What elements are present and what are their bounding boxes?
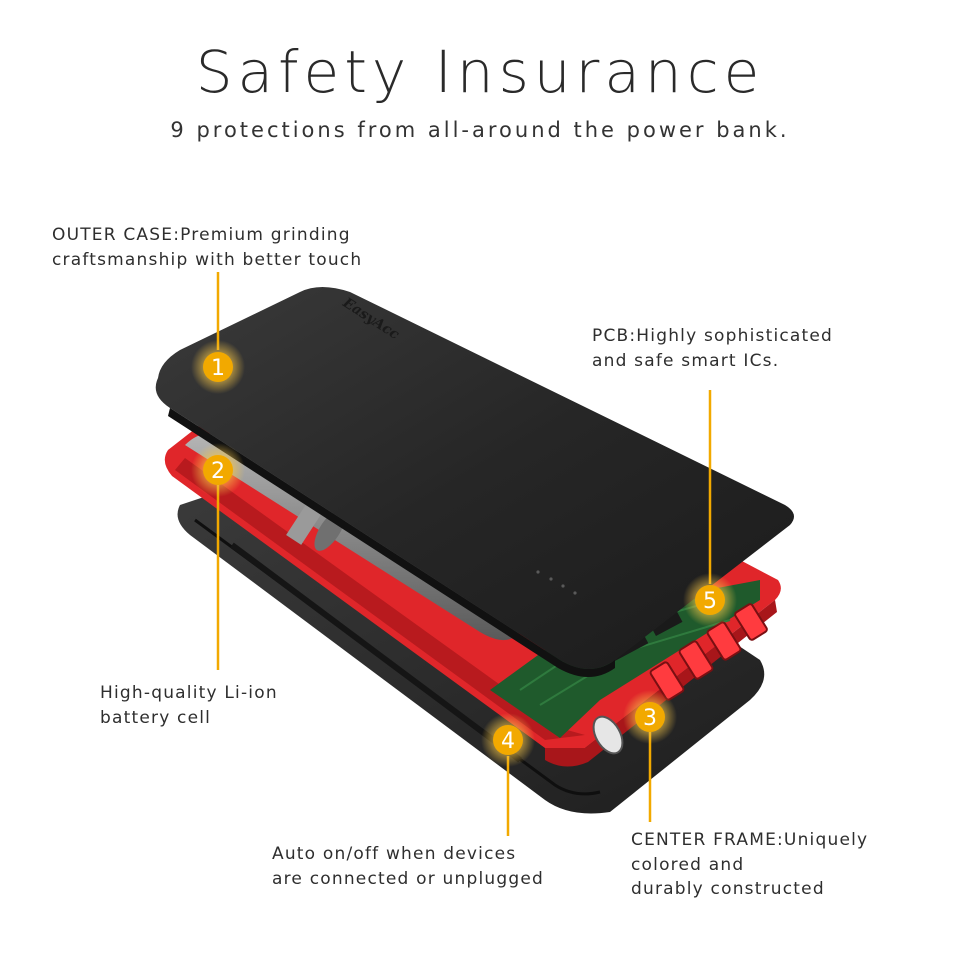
callout-marker-5: 5 (683, 573, 737, 627)
callout-label-battery-cell: High-quality Li-ion battery cell (100, 681, 278, 730)
callout-number-4: 4 (501, 729, 515, 754)
callout-label-center-frame: CENTER FRAME:Uniquely colored and durabl… (631, 828, 868, 902)
callout-text-line: CENTER FRAME:Uniquely (631, 830, 869, 850)
callout-label-outer-case: OUTER CASE:Premium grinding craftsmanshi… (52, 223, 362, 272)
callout-text-line: OUTER CASE:Premium grinding (52, 225, 351, 245)
callout-text-line: and safe smart ICs. (592, 350, 780, 371)
callout-number-5: 5 (703, 589, 717, 614)
callout-text-line: craftsmanship with better touch (52, 249, 363, 270)
callout-text-line: Auto on/off when devices (272, 844, 517, 864)
page-subtitle: 9 protections from all-around the power … (170, 118, 790, 142)
callout-marker-2: 2 (191, 443, 245, 497)
callout-number-1: 1 (211, 356, 225, 381)
callout-number-3: 3 (643, 706, 657, 731)
callout-text-line: High-quality Li-ion (100, 683, 278, 703)
callout-label-auto-on-off: Auto on/off when devices are connected o… (272, 842, 544, 891)
callout-marker-4: 4 (481, 713, 535, 767)
callout-label-pcb: PCB:Highly sophisticated and safe smart … (592, 324, 833, 373)
callout-text-line: battery cell (100, 707, 212, 728)
page-title: Safety Insurance (195, 38, 765, 106)
callout-text-line: PCB:Highly sophisticated (592, 326, 834, 346)
callout-marker-3: 3 (623, 690, 677, 744)
usb-ports (592, 603, 768, 755)
leader-lines (216, 272, 712, 836)
callout-text-line: are connected or unplugged (272, 868, 544, 889)
callout-text-line: durably constructed (631, 879, 825, 899)
callout-number-2: 2 (211, 459, 225, 484)
callout-marker-1: 1 (191, 340, 245, 394)
callout-text-line: colored and (631, 854, 745, 875)
